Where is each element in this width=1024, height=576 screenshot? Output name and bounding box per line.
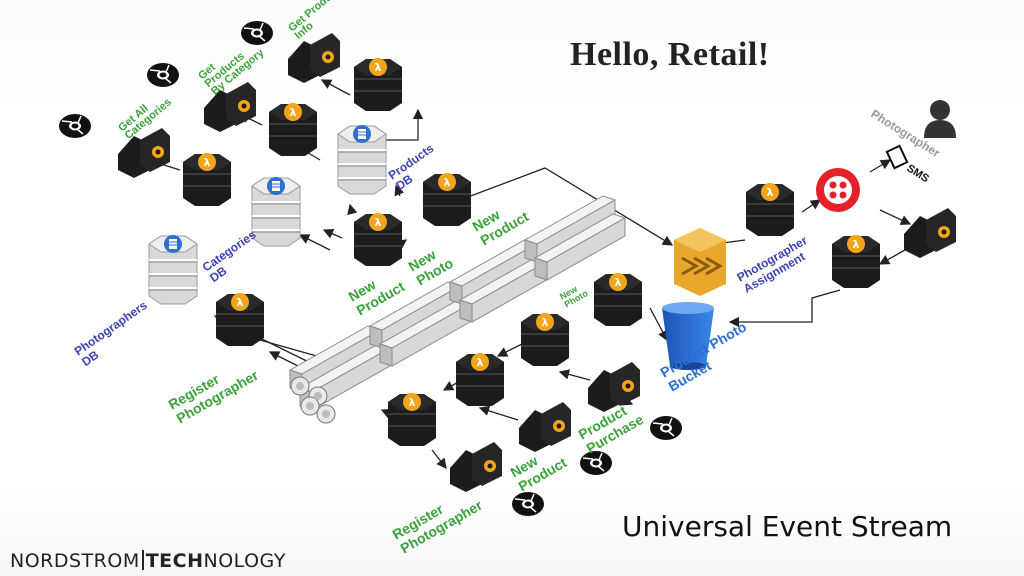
get-product-info-label: Get ProductInfo (286, 0, 349, 42)
photographers-db-label: PhotographersDB (72, 298, 158, 369)
register-photographer-bottom-label: RegisterPhotographer (390, 483, 486, 557)
kinesis-stream-icon (289, 195, 626, 424)
caption: Universal Event Stream (622, 510, 953, 543)
brand-divider (141, 550, 144, 570)
brand-left: NORDSTROM (10, 550, 140, 572)
phone-icon (885, 144, 909, 170)
dynamodb-table-icon (148, 124, 387, 305)
register-photographer-top-label: RegisterPhotographer (166, 353, 262, 427)
brand-rest: NOLOGY (203, 550, 286, 572)
twilio-icon (816, 168, 860, 212)
photographer-assignment-label: PhotographerAssignment (735, 233, 817, 296)
categories-db-label: CategoriesDB (200, 227, 267, 285)
step-functions-icon (674, 228, 726, 296)
person-icon (924, 100, 956, 138)
page-title: Hello, Retail! (570, 36, 770, 73)
s3-bucket-icon (662, 302, 714, 370)
sms-label: SMS (904, 162, 931, 185)
new-photo-top-label: NewPhoto (406, 241, 456, 289)
brand-bold: TECH (145, 550, 204, 572)
new-product-top-label: NewProduct (470, 194, 532, 248)
new-photo-small-label: NewPhoto (558, 280, 590, 309)
